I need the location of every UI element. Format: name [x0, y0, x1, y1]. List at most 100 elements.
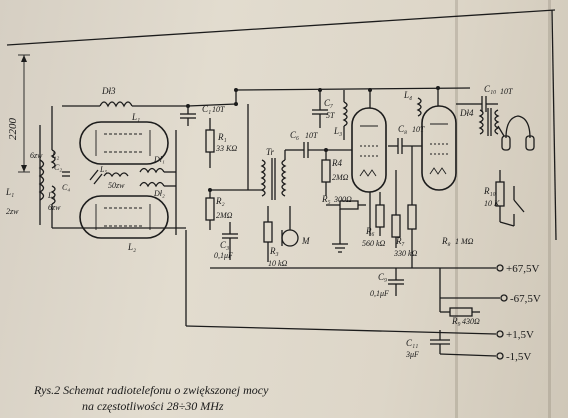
resistor-R6: R₆ 560 kΩ — [362, 192, 386, 248]
coil-L1: L₁ 2zw — [5, 125, 45, 225]
resistor-R8: R₈ 1 MΩ — [407, 146, 474, 268]
resistor-R10: R₁₀ 10 K — [483, 170, 505, 222]
resistor-R10-value: 10 K — [484, 199, 500, 208]
microphone-M: M — [281, 206, 310, 247]
dimension-marker: 2200 — [7, 54, 30, 173]
resistor-R9-value: 430Ω — [462, 317, 480, 326]
resistor-R5-value: 300Ω — [333, 195, 352, 204]
capacitor-C8-value: 10T — [412, 125, 425, 134]
capacitor-C2: C₂ — [54, 163, 70, 177]
switch-icon — [513, 186, 525, 226]
paper-fold — [455, 0, 458, 418]
tube-amplifier-2 — [421, 105, 457, 191]
resistor-R9-ref: R₉ — [451, 316, 461, 326]
resistor-R2-ref: R₂ — [215, 196, 225, 206]
choke-Dl3: Dł3 — [99, 86, 133, 108]
resistor-R4-value: 2MΩ — [332, 173, 349, 182]
coil-L3: L₃ — [333, 90, 348, 140]
capacitor-C8: C₈ 10T — [388, 124, 425, 154]
resistor-R8-ref: R₈ — [441, 236, 451, 246]
resistor-R6-value: 560 kΩ — [362, 239, 386, 248]
resistor-R2: R₂ 2MΩ — [205, 190, 233, 230]
coil-L2b-ref: L₂ — [127, 242, 136, 252]
resistor-R3-value: 10 kΩ — [268, 259, 288, 268]
coil-L2-ref: L₂ — [51, 151, 59, 160]
resistor-R4: R4 2MΩ — [321, 150, 349, 196]
resistor-R10-ref: R₁₀ — [483, 186, 496, 196]
capacitor-C9-value: 0,1μF — [370, 289, 389, 298]
frame-top-line — [6, 9, 556, 46]
capacitor-C4-ref: C₄ — [62, 183, 70, 192]
coil-L5: L₅ 50zw — [99, 165, 129, 190]
capacitor-C7: C₇ 5T — [312, 90, 335, 128]
rail-label-minus-67: -67,5V — [510, 293, 541, 305]
capacitor-C6: C₆ 10T — [290, 130, 352, 158]
coil-L3-ref: L₃ — [47, 191, 55, 200]
capacitor-C3-value: 0,1μF — [214, 251, 233, 260]
wire — [187, 103, 237, 107]
capacitor-C11-ref: C₁₁ — [406, 338, 418, 348]
resistor-R3: R₃ 10 kΩ — [263, 206, 288, 268]
coil-L1-value: 2zw — [6, 207, 19, 216]
resistor-R4-ref: R4 — [331, 158, 342, 168]
rail-line-plus-15 — [185, 325, 497, 335]
coil-L2-value: 6zw — [30, 151, 43, 160]
capacitor-C11: C₁₁ 3μF — [405, 330, 450, 359]
resistor-R1-value: 33 KΩ — [215, 144, 237, 153]
coil-L4-ref: L₄ — [403, 90, 412, 100]
tube-oscillator-lower: L₂ — [79, 195, 169, 252]
terminal-minus-15 — [496, 352, 504, 360]
choke-Dl1-ref: Dł₁ — [153, 155, 165, 164]
capacitor-C3-ref: C₃ — [220, 240, 229, 250]
choke-Dl2: Dł₂ — [139, 181, 165, 198]
transformer-Tr-ref: Tr — [266, 147, 275, 157]
resistor-R1: R₁ 33 KΩ — [205, 118, 237, 168]
coil-L5-ref: L₅ — [99, 165, 107, 174]
choke-Dl2-ref: Dł₂ — [153, 189, 165, 198]
capacitor-C1-value: 10T — [212, 105, 225, 114]
capacitor-C8-ref: C₈ — [398, 124, 407, 134]
resistor-R3-ref: R₃ — [269, 246, 279, 256]
capacitor-C6-ref: C₆ — [290, 130, 299, 140]
coil-pair-input: 6zw L₂ L₃ 6zw — [30, 106, 61, 228]
capacitor-C2-ref: C₂ — [54, 163, 62, 172]
resistor-R7-ref: R₇ — [395, 236, 405, 246]
coil-L3-value: 6zw — [48, 203, 61, 212]
frame-right-line — [551, 9, 557, 241]
resistor-R9: R₉ 430Ω — [439, 298, 480, 326]
capacitor-C7-ref: C₇ — [324, 98, 333, 108]
rail-label-plus-15: +1,5V — [506, 329, 534, 341]
microphone-M-ref: M — [301, 236, 310, 246]
wire-top-bus — [235, 87, 471, 91]
transformer-Tr: Tr — [260, 147, 287, 200]
capacitor-C9: C₉ 0,1μF — [370, 268, 404, 298]
tube-amplifier-1 — [351, 107, 387, 193]
capacitor-C4: C₄ — [62, 169, 103, 192]
capacitor-C3: C₃ 0,1μF — [214, 222, 238, 260]
capacitor-C11-value: 3μF — [405, 350, 419, 359]
capacitor-C10-value: 10T — [500, 87, 513, 96]
tube-oscillator-upper: L₁ — [79, 112, 169, 165]
choke-Dl4: Dł4 — [459, 108, 500, 136]
resistor-R2-value: 2MΩ — [216, 211, 233, 220]
capacitor-C9-ref: C₉ — [378, 272, 387, 282]
choke-Dl1: Dł₁ — [139, 155, 165, 174]
caption-line-1: Rys.2 Schemat radiotelefonu o zwiększone… — [33, 383, 269, 397]
capacitor-C6-value: 10T — [305, 131, 318, 140]
resistor-R7-value: 330 kΩ — [393, 249, 418, 258]
resistor-R5: R₅ 300Ω — [321, 194, 366, 210]
resistor-R8-value: 1 MΩ — [455, 237, 474, 246]
terminal-plus-15 — [496, 330, 504, 338]
rail-line-minus-15 — [439, 353, 497, 357]
resistor-R1-ref: R₁ — [217, 132, 227, 142]
headphone-icon — [497, 115, 535, 151]
ground-symbol — [332, 234, 348, 253]
terminal-minus-67 — [500, 294, 508, 302]
capacitor-C7-value: 5T — [326, 111, 335, 120]
coil-L5-value: 50zw — [108, 181, 125, 190]
resistor-R7: R₇ 330 kΩ — [391, 170, 418, 258]
wire — [499, 221, 515, 227]
paper-fold — [548, 0, 551, 418]
coil-L3-ref: L₃ — [333, 126, 342, 136]
